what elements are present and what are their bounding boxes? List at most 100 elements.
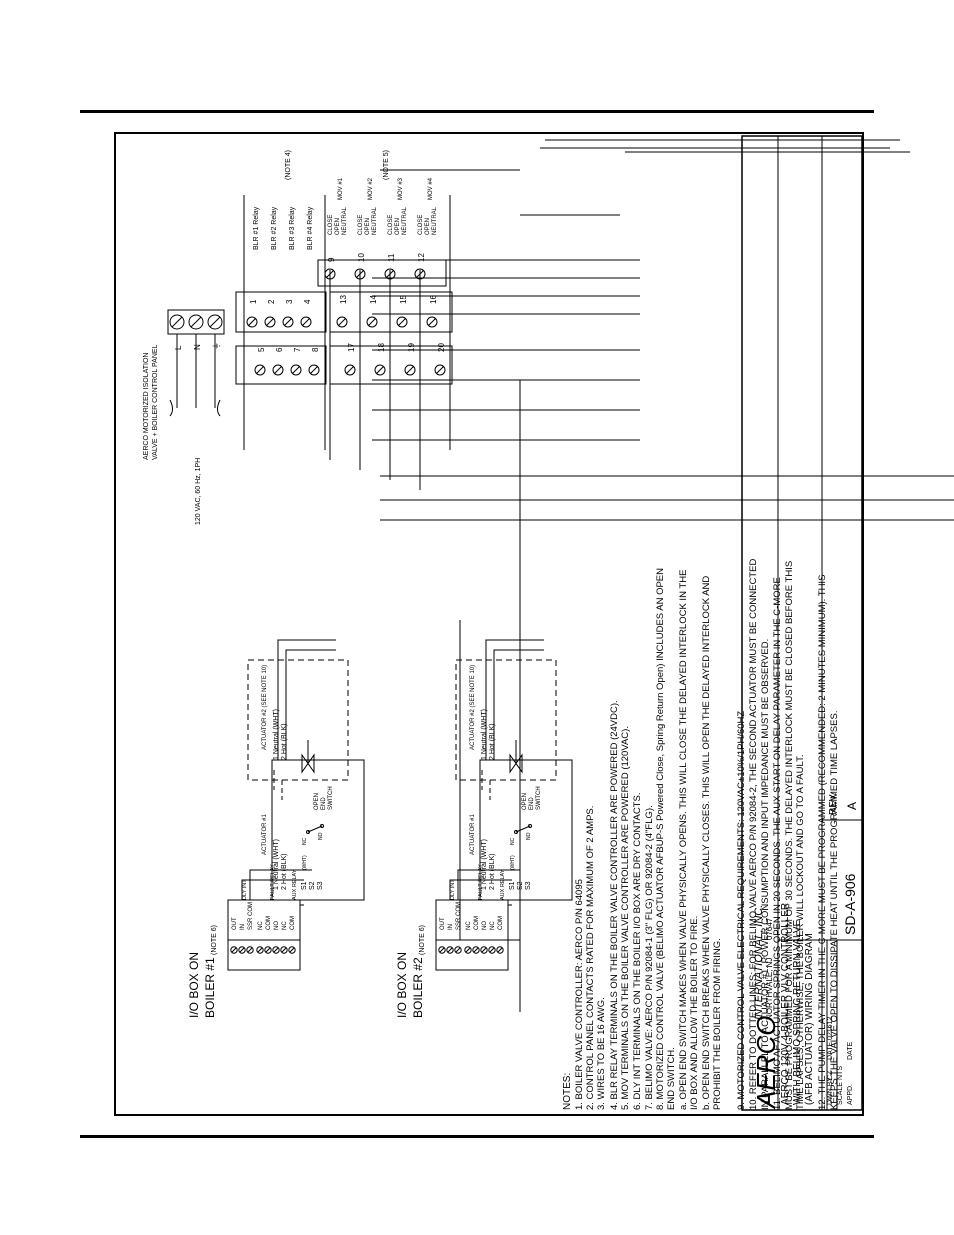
io-terminal-slot (473, 947, 479, 953)
terminal-6-slot (274, 366, 282, 374)
actuator-1-label: ACTUATOR #1 (470, 814, 476, 855)
io-terminal (238, 946, 246, 954)
open-end-switch-label: SWITCH (536, 786, 542, 810)
mov-contact-label: OPEN (395, 218, 401, 235)
terminal-14-slot (368, 318, 376, 326)
switch-no-label: NO (526, 832, 532, 840)
terminal-number: 9 (327, 257, 336, 262)
note-line: 1. BOILER VALVE CONTROLLER: AERCO P/N 64… (574, 879, 585, 1110)
note6-ref: (NOTE 6) (211, 925, 218, 955)
terminal-number: 6 (275, 347, 284, 352)
switch-contact (514, 830, 518, 834)
switch-contact (320, 824, 324, 828)
mov-contact-label: NEUTRAL (432, 206, 438, 235)
terminal-18 (374, 364, 386, 376)
actuator-wht-label: (WHT) (302, 855, 308, 870)
note-line: 12. THE PUMP DELAY TIMER IN THE C-MORE M… (817, 575, 828, 1110)
switch-nc-label: NC (510, 837, 516, 845)
note-line: IN PARALLEL TO ACTUATOR #1. POWER CONSUM… (760, 639, 771, 1110)
terminal-number: 3 (285, 299, 294, 304)
note6-ref: (NOTE 6) (419, 925, 426, 955)
drawing-frame (114, 132, 864, 1116)
io-terminal (264, 946, 272, 954)
actuator-hot-label: 2 Hot (BLK) (281, 853, 288, 890)
note-line: KEEPS THE VALVE OPEN TO DISSIPATE HEAT U… (829, 711, 840, 1110)
actuator-s1-label: S1 (509, 881, 516, 890)
open-end-switch-label: OPEN (314, 793, 320, 810)
actuator-1-box (479, 759, 573, 901)
io-term-label: NC (490, 921, 496, 930)
wire-hot (285, 649, 336, 760)
terminal-3-slot (284, 318, 292, 326)
io-group-label: FAULT RELAY (270, 864, 276, 900)
relay-label: BLR #4 Relay (307, 206, 314, 250)
date-label: DATE (827, 1042, 834, 1060)
note-line: 8. MOTORIZED CONTROL VALVE (BELIMO ACTUA… (655, 568, 666, 1110)
terminal-number: 14 (369, 295, 378, 304)
io-term-label: COM (266, 916, 272, 930)
actuator-s1-label: S1 (301, 881, 308, 890)
mov-group-label: MOV #4 (428, 177, 434, 200)
io-terminal-strip (227, 899, 301, 971)
terminal-13-slot (338, 318, 346, 326)
power-terminal-n (188, 314, 204, 330)
note-line: 2. CONTROL PANEL CONTACTS RATED FOR MAXI… (585, 806, 596, 1110)
wire-hot (493, 649, 544, 760)
scale-label: SCALE (837, 1082, 844, 1105)
io-terminal-slot (273, 947, 279, 953)
terminal-1 (246, 316, 258, 328)
power-terminal-label: N (193, 344, 202, 350)
io-terminal-slot (281, 947, 287, 953)
bottom-rule (80, 1135, 874, 1138)
switch-contact (306, 830, 310, 834)
power-terminal-n-slot (190, 316, 202, 328)
io-box-label: BOILER #2 (411, 957, 425, 1018)
note-line: PROHIBIT THE BOILER FROM FIRING. (712, 938, 723, 1110)
switch-nc-label: NC (302, 837, 308, 845)
note-line: 9. MOTORIZED CONTROL VALVE ELECTRICAL RE… (736, 711, 747, 1110)
relay-label: BLR #2 Relay (271, 206, 278, 250)
terminal-19-slot (406, 366, 414, 374)
io-group-label: AUX RELAY (292, 869, 298, 900)
io-terminal (246, 946, 254, 954)
terminal-8-slot (310, 366, 318, 374)
io-term-label: COM (474, 916, 480, 930)
actuator-2-neutral-label: 1 Neutral (WHT) (273, 709, 280, 760)
io-terminal (496, 946, 504, 954)
note-line: b. OPEN END SWITCH BREAKS WHEN VALVE PHY… (701, 576, 712, 1110)
io-term-label: NC (258, 921, 264, 930)
terminal-2-slot (266, 318, 274, 326)
actuator-2-neutral-label: 1 Neutral (WHT) (481, 709, 488, 760)
io-group-label: DLY INT (450, 879, 456, 900)
terminal-13 (336, 316, 348, 328)
switch-no-label: NO (318, 832, 324, 840)
terminal-20-slot (436, 366, 444, 374)
actuator-hot-label: 2 Hot (BLK) (489, 853, 496, 890)
terminal-15 (396, 316, 408, 328)
actuator-s3-label: S3 (525, 881, 532, 890)
io-terminal (256, 946, 264, 954)
actuator-2-leads (481, 770, 491, 800)
mov-contact-label: OPEN (365, 218, 371, 235)
terminal-number: 10 (357, 253, 366, 262)
note-line: TIME LAPSES, OTHERWISE, THE BOILER WILL … (795, 755, 806, 1110)
note5-ref: (NOTE 5) (383, 150, 390, 180)
power-terminal-label: L (174, 345, 183, 350)
mov-contact-label: CLOSE (388, 215, 394, 235)
supply-break (169, 399, 173, 417)
company-logo: AERCO (751, 1016, 781, 1110)
terminal-20 (434, 364, 446, 376)
io-terminal (230, 946, 238, 954)
terminal-number: 5 (257, 347, 266, 352)
drawing-title-line: (AFB ACTUATOR) WIRING DIAGRAM (804, 933, 815, 1105)
relay-terminal-block (235, 291, 327, 333)
io-term-label: COM (290, 916, 296, 930)
terminal-8 (308, 364, 320, 376)
io-term-label: SSR COM (456, 902, 462, 930)
io-terminal (446, 946, 454, 954)
terminal-number: 7 (293, 347, 302, 352)
power-terminal-ground-slot (209, 316, 221, 328)
relay-label: BLR #1 Relay (253, 206, 260, 250)
valve-icon (509, 753, 523, 774)
io-term-label: NC (282, 921, 288, 930)
